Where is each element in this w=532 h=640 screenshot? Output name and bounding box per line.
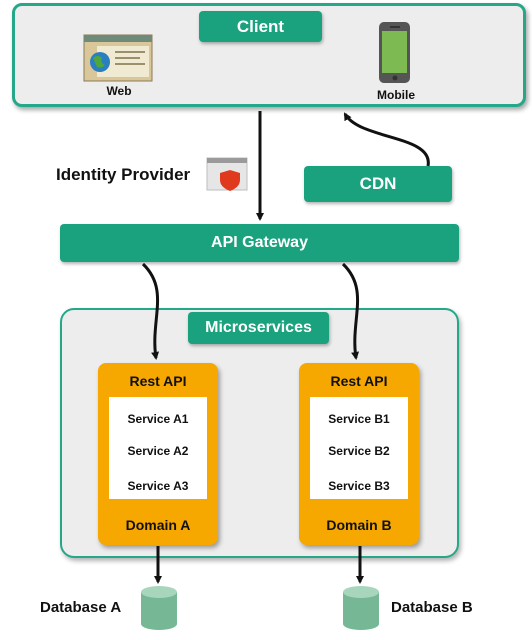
database-a-label: Database A xyxy=(40,599,122,616)
service-item: Service B2 xyxy=(328,444,390,458)
web-label: Web xyxy=(106,84,132,98)
client-title: Client xyxy=(199,11,322,42)
rest-api-label: Rest API xyxy=(129,373,187,389)
database-b-icon xyxy=(343,586,379,630)
database-a-icon xyxy=(141,586,177,630)
service-item: Service A1 xyxy=(127,412,189,426)
identity-provider-label: Identity Provider xyxy=(56,165,191,184)
identity-shield-icon xyxy=(206,157,248,191)
service-item: Service B3 xyxy=(328,479,390,493)
service-item: Service B1 xyxy=(328,412,390,426)
domain-b-label: Domain B xyxy=(326,517,392,533)
service-list-b xyxy=(310,397,408,499)
service-item: Service A2 xyxy=(127,444,189,458)
cdn-to-client-arrow xyxy=(343,112,430,167)
api-gateway: API Gateway xyxy=(60,224,459,262)
mobile-label: Mobile xyxy=(377,88,415,102)
rest-api-label: Rest API xyxy=(330,373,388,389)
microservices-title: Microservices xyxy=(188,312,329,344)
domain-a-label: Domain A xyxy=(125,517,191,533)
service-list-a xyxy=(109,397,207,499)
database-b-label: Database B xyxy=(391,599,473,616)
service-item: Service A3 xyxy=(127,479,189,493)
cdn-box: CDN xyxy=(304,166,452,202)
